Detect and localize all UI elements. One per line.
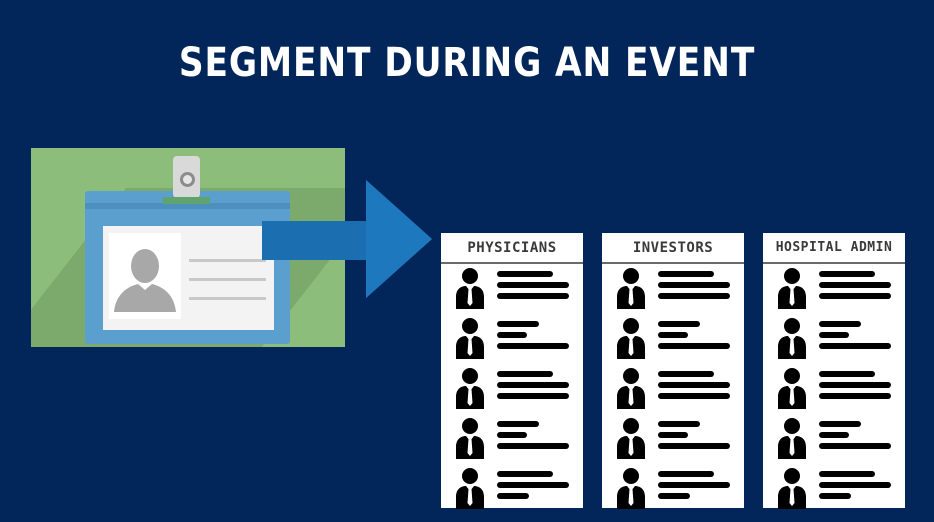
text-placeholder-bar [658,332,688,338]
person-icon [455,267,485,313]
list-item [763,417,905,467]
column-header: INVESTORS [632,240,714,256]
text-placeholder-bar [497,421,539,427]
list-item [441,317,583,367]
arrow-right-icon [262,180,432,298]
column-header: HOSPITAL ADMIN [775,240,893,255]
text-placeholder-bar [819,371,875,377]
person-icon [616,267,646,313]
text-placeholder-bar [658,432,688,438]
text-placeholder-bar [658,421,700,427]
person-icon [777,267,807,313]
person-icon [777,417,807,463]
person-icon [616,467,646,513]
badge-line [189,297,266,300]
person-icon [616,417,646,463]
person-icon [455,317,485,363]
text-placeholder-bar [819,482,891,488]
page-title: SEGMENT DURING AN EVENT [178,40,756,86]
text-placeholder-bar [658,393,730,399]
segment-column-hospital-admin: HOSPITAL ADMIN [763,233,905,509]
text-placeholder-bar [497,282,569,288]
text-placeholder-bar [658,321,700,327]
person-icon [777,317,807,363]
segment-column-physicians: PHYSICIANS [441,233,583,509]
list-item [763,467,905,517]
segment-column-investors: INVESTORS [602,233,744,509]
list-item [441,367,583,417]
badge-clip-hole [180,172,195,187]
list-item [602,417,744,467]
text-placeholder-bar [497,321,539,327]
text-placeholder-bar [819,293,891,299]
person-icon [455,367,485,413]
list-item [441,467,583,517]
text-placeholder-bar [497,482,569,488]
list-item [763,267,905,317]
person-icon [455,417,485,463]
text-placeholder-bar [819,332,849,338]
badge-line [189,259,266,262]
text-placeholder-bar [658,493,690,499]
text-placeholder-bar [819,282,891,288]
text-placeholder-bar [658,482,730,488]
text-placeholder-bar [658,293,730,299]
text-placeholder-bar [497,432,527,438]
text-placeholder-bar [819,493,851,499]
text-placeholder-bar [819,443,891,449]
text-placeholder-bar [819,432,849,438]
badge-clip-strap [163,197,210,204]
text-placeholder-bar [819,382,891,388]
text-placeholder-bar [497,343,569,349]
badge-line [189,278,266,281]
text-placeholder-bar [819,421,861,427]
text-placeholder-bar [497,371,553,377]
text-placeholder-bar [819,321,861,327]
person-icon [777,467,807,513]
text-placeholder-bar [497,293,569,299]
person-icon [455,467,485,513]
text-placeholder-bar [819,471,875,477]
text-placeholder-bar [497,393,569,399]
text-placeholder-bar [497,493,529,499]
list-item [763,367,905,417]
text-placeholder-bar [658,443,730,449]
person-icon [777,367,807,413]
text-placeholder-bar [658,382,730,388]
text-placeholder-bar [497,271,553,277]
text-placeholder-bar [819,343,891,349]
text-placeholder-bar [658,371,714,377]
column-divider [763,262,905,264]
text-placeholder-bar [658,471,714,477]
text-placeholder-bar [497,332,527,338]
list-item [602,267,744,317]
column-header: PHYSICIANS [467,240,557,256]
text-placeholder-bar [497,471,553,477]
text-placeholder-bar [658,271,714,277]
list-item [602,467,744,517]
list-item [602,317,744,367]
list-item [441,417,583,467]
text-placeholder-bar [819,393,891,399]
list-item [602,367,744,417]
person-icon [616,367,646,413]
text-placeholder-bar [658,343,730,349]
text-placeholder-bar [497,443,569,449]
column-divider [602,262,744,264]
text-placeholder-bar [819,271,875,277]
text-placeholder-bar [658,282,730,288]
avatar-icon [114,249,176,312]
list-item [763,317,905,367]
text-placeholder-bar [497,382,569,388]
list-item [441,267,583,317]
column-divider [441,262,583,264]
person-icon [616,317,646,363]
badge-stripe [85,203,290,209]
